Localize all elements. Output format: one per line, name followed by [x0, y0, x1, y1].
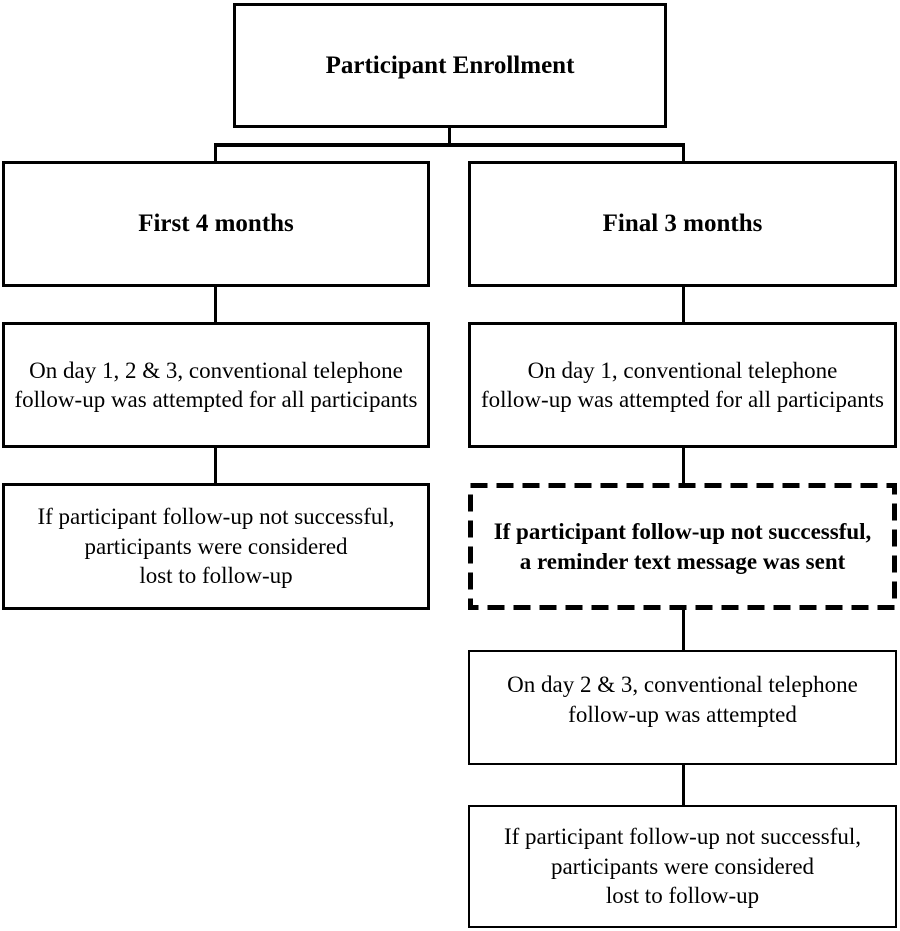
- node-final-3-months: Final 3 months: [468, 161, 897, 287]
- connector-split-bar: [214, 143, 685, 147]
- connector-right-step2-to-step3: [682, 608, 685, 650]
- node-right-lost-to-followup: If participant follow-up not successful,…: [468, 805, 897, 928]
- node-first-4-months: First 4 months: [2, 161, 430, 287]
- connector-left-step1-to-step2: [214, 446, 217, 485]
- connector-right-header-to-step1: [682, 285, 685, 324]
- node-right-reminder-text-message-text: If participant follow-up not successful,…: [493, 519, 872, 574]
- node-left-telephone-followup-days123-text: On day 1, 2 & 3, conventional telephone …: [14, 357, 418, 412]
- connector-split-to-left: [214, 143, 217, 163]
- connector-right-step3-to-step4: [682, 763, 685, 805]
- node-right-telephone-followup-day1: On day 1, conventional telephone follow-…: [468, 322, 897, 448]
- node-final-3-months-label: Final 3 months: [602, 210, 763, 237]
- node-right-lost-to-followup-text: If participant follow-up not successful,…: [503, 824, 862, 909]
- node-participant-enrollment-label: Participant Enrollment: [325, 51, 575, 79]
- node-right-telephone-followup-days23-text: On day 2 & 3, conventional telephone fol…: [507, 672, 858, 727]
- node-left-lost-to-followup-text: If participant follow-up not successful,…: [37, 504, 395, 589]
- node-right-telephone-followup-day1-text: On day 1, conventional telephone follow-…: [480, 357, 885, 412]
- connector-root-stem: [448, 126, 451, 147]
- connector-right-step1-to-step2: [682, 446, 685, 485]
- node-right-reminder-text-message: If participant follow-up not successful,…: [468, 483, 897, 610]
- connector-left-header-to-step1: [214, 285, 217, 324]
- node-left-telephone-followup-days123: On day 1, 2 & 3, conventional telephone …: [2, 322, 430, 448]
- node-right-telephone-followup-days23: On day 2 & 3, conventional telephone fol…: [468, 650, 897, 765]
- node-first-4-months-label: First 4 months: [138, 210, 294, 237]
- node-participant-enrollment: Participant Enrollment: [233, 3, 667, 128]
- connector-split-to-right: [682, 143, 685, 163]
- node-left-lost-to-followup: If participant follow-up not successful,…: [2, 483, 430, 610]
